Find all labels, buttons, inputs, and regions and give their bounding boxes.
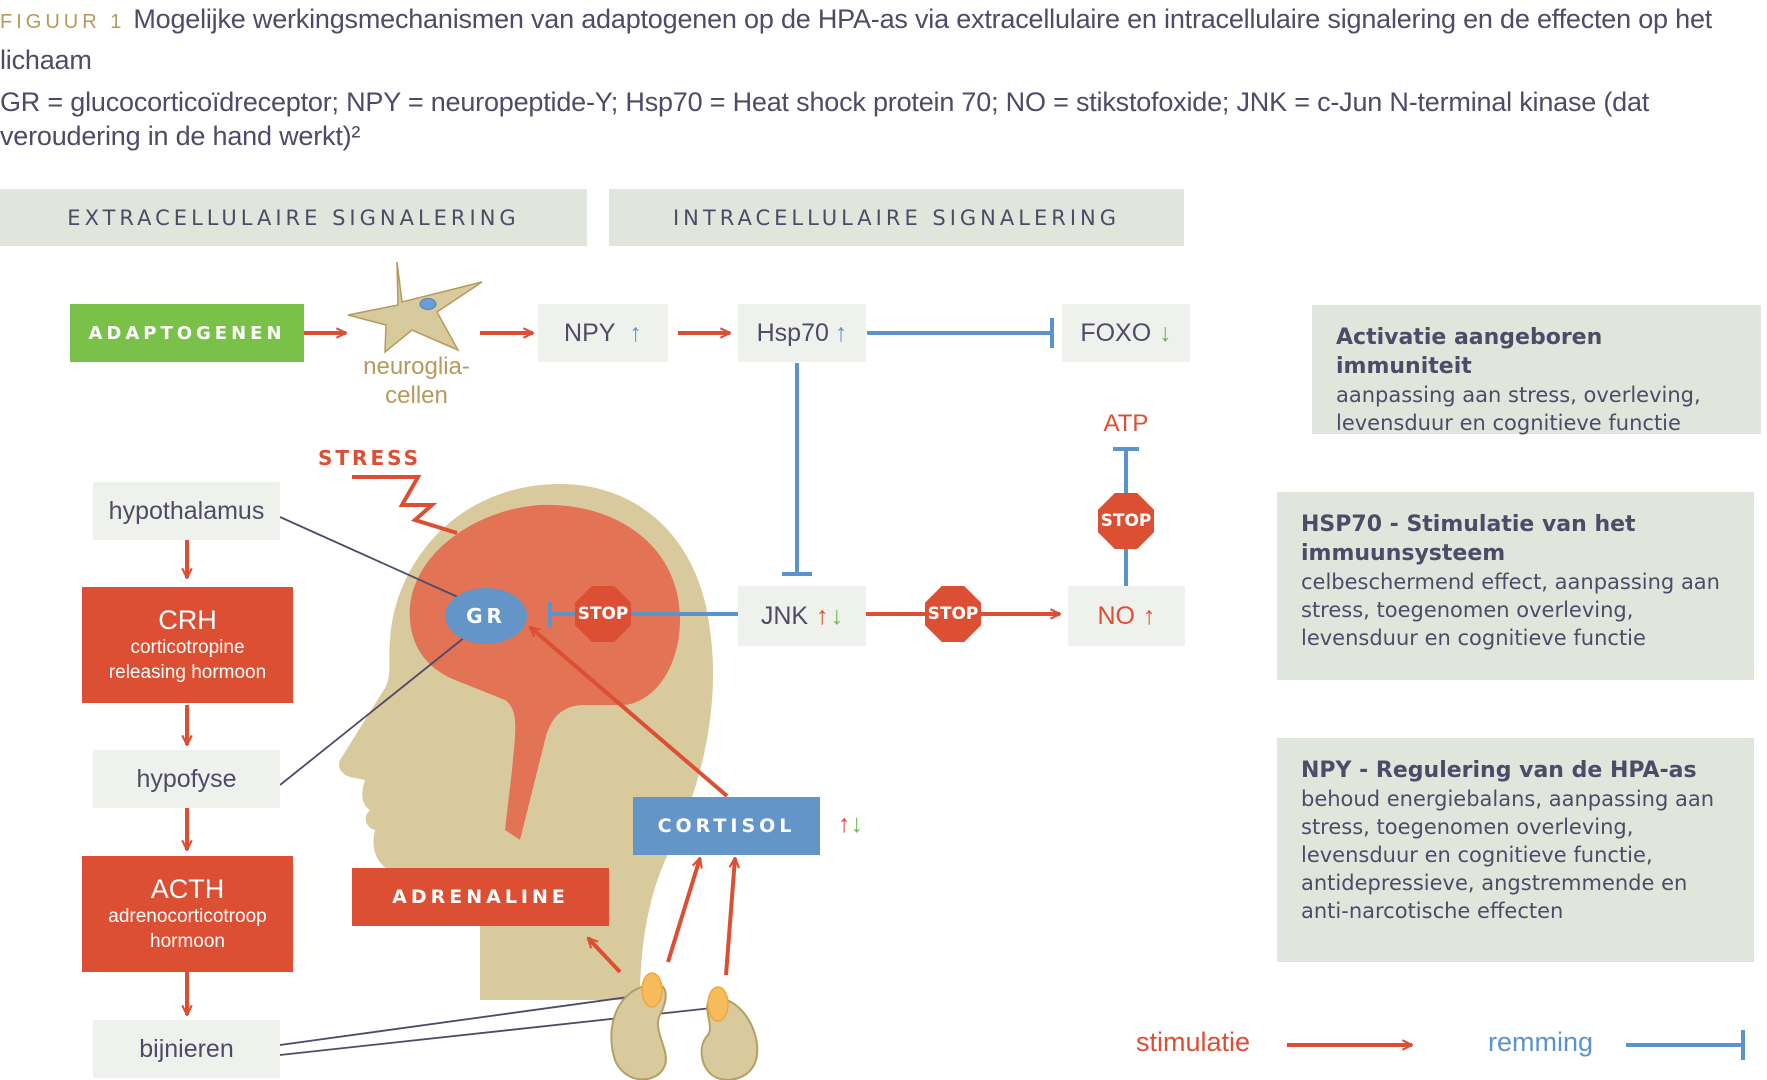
effect-line: levensduur en cognitieve functie	[1301, 626, 1646, 650]
node-hsp70: Hsp70 ↑	[738, 304, 866, 362]
node-jnk: JNK ↑ ↓	[738, 586, 866, 646]
arrow-cortisol-gr	[530, 627, 729, 798]
effect-title: NPY - Regulering van de HPA-as	[1301, 758, 1697, 783]
effect-line: anti-narcotische effecten	[1301, 899, 1564, 923]
stop-sign-icon-jnk-no: STOP	[925, 586, 981, 642]
acth-line1: adrenocorticotroop	[108, 906, 267, 927]
effect-line: levensduur en cognitieve functie,	[1301, 843, 1653, 867]
node-crh: CRH corticotropine releasing hormoon	[82, 587, 293, 703]
legend-stimulation-label: stimulatie	[1136, 1027, 1251, 1057]
arrow-down-icon: ↓	[850, 810, 864, 838]
node-cortisol: CORTISOL	[633, 797, 820, 855]
neuroglia-star-icon	[347, 261, 483, 354]
arrow-up-icon: ↑	[1143, 601, 1156, 630]
header-intracellular: INTRACELLULAIRE SIGNALERING	[609, 189, 1184, 246]
neuroglia-line2: cellen	[385, 382, 448, 409]
foxo-label: FOXO	[1080, 318, 1152, 347]
arrow-up-icon: ↑	[816, 601, 829, 630]
no-label: NO	[1097, 601, 1136, 630]
crh-title: CRH	[158, 605, 217, 635]
figure-abbreviations: GR = glucocorticoïdreceptor; NPY = neuro…	[0, 87, 1650, 151]
stress-zigzag	[352, 475, 458, 535]
atp-label: ATP	[1103, 410, 1149, 437]
effect-line: antidepressieve, angstremmende en	[1301, 871, 1688, 895]
effect-line: celbeschermend effect, aanpassing aan	[1301, 570, 1720, 594]
connector-hypothalamus-gr	[279, 516, 461, 599]
arrow-adrenal-cortisol-1	[666, 858, 700, 963]
jnk-label: JNK	[760, 601, 809, 630]
header-extracellular: EXTRACELLULAIRE SIGNALERING	[0, 189, 587, 246]
adrenal-left-icon	[641, 972, 663, 1008]
node-adrenaline: ADRENALINE	[352, 868, 609, 926]
node-foxo: FOXO ↓	[1062, 304, 1190, 362]
crh-line2: releasing hormoon	[108, 662, 267, 683]
npy-label: NPY	[564, 318, 616, 347]
effect-line: aanpassing aan stress, overleving,	[1336, 383, 1701, 407]
gr-receptor: GR	[445, 588, 527, 644]
figure-title: Mogelijke werkingsmechanismen van adapto…	[0, 4, 1713, 75]
neuroglia-label: neuroglia- cellen	[353, 352, 480, 410]
arrow-up-icon: ↑	[834, 318, 848, 347]
node-npy: NPY ↑	[538, 304, 668, 362]
arrow-up-icon: ↑	[629, 318, 642, 347]
figure-label: FIGUUR 1	[0, 11, 126, 33]
effect-title: immuunsysteem	[1301, 541, 1506, 566]
node-hypothalamus: hypothalamus	[93, 482, 280, 540]
kidney-left-icon	[610, 983, 667, 1080]
node-adaptogenen: ADAPTOGENEN	[70, 304, 304, 362]
effect-line: behoud energiebalans, aanpassing aan	[1301, 787, 1715, 811]
adaptogenen-label: ADAPTOGENEN	[88, 322, 286, 344]
hypothalamus-label: hypothalamus	[108, 496, 265, 525]
adrenaline-label: ADRENALINE	[392, 886, 569, 908]
arrow-up-icon: ↑	[838, 810, 851, 838]
adrenal-right-icon	[707, 986, 729, 1022]
arrow-adrenal-adrenaline	[588, 938, 622, 974]
node-bijnieren: bijnieren	[93, 1020, 280, 1078]
effect-line: stress, toegenomen overleving,	[1301, 815, 1634, 839]
legend-inhibition-label: remming	[1488, 1027, 1594, 1057]
hypofyse-label: hypofyse	[136, 764, 237, 793]
node-acth: ACTH adrenocorticotroop hormoon	[82, 856, 293, 972]
arrow-down-icon: ↓	[1159, 318, 1172, 347]
crh-line1: corticotropine	[130, 637, 245, 658]
connector-bijnieren-adrenal-1	[279, 993, 651, 1046]
effect-line: stress, toegenomen overleving,	[1301, 598, 1634, 622]
effect-panel-npy: NPY - Regulering van de HPA-as behoud en…	[1277, 738, 1754, 962]
arrow-down-icon: ↓	[830, 601, 844, 630]
effect-title: Activatie aangeboren immuniteit	[1336, 325, 1603, 379]
acth-title: ACTH	[150, 874, 225, 904]
node-hypofyse: hypofyse	[93, 750, 280, 808]
cortisol-label: CORTISOL	[657, 815, 796, 837]
cell-nucleus-icon	[419, 298, 437, 310]
bijnieren-label: bijnieren	[139, 1034, 234, 1063]
effect-panel-hsp70: HSP70 - Stimulatie van het immuunsysteem…	[1277, 492, 1754, 680]
node-no: NO ↑	[1068, 586, 1185, 646]
effect-line: levensduur en cognitieve functie	[1336, 411, 1681, 435]
acth-line2: hormoon	[150, 931, 225, 952]
cortisol-change: ↑↓	[838, 810, 863, 839]
neuroglia-line1: neuroglia-	[363, 353, 470, 380]
stop-sign-icon-atp: STOP	[1098, 493, 1154, 549]
stop-sign-icon-gr: STOP	[575, 586, 631, 642]
connector-hypofyse-gr	[279, 636, 466, 786]
effect-panel-innate-immunity: Activatie aangeboren immuniteit aanpassi…	[1312, 305, 1761, 435]
stress-label: STRESS	[318, 446, 422, 470]
arrow-adrenal-cortisol-2	[724, 858, 735, 976]
effect-title: HSP70 - Stimulatie van het	[1301, 512, 1636, 537]
hsp70-label: Hsp70	[756, 318, 829, 347]
